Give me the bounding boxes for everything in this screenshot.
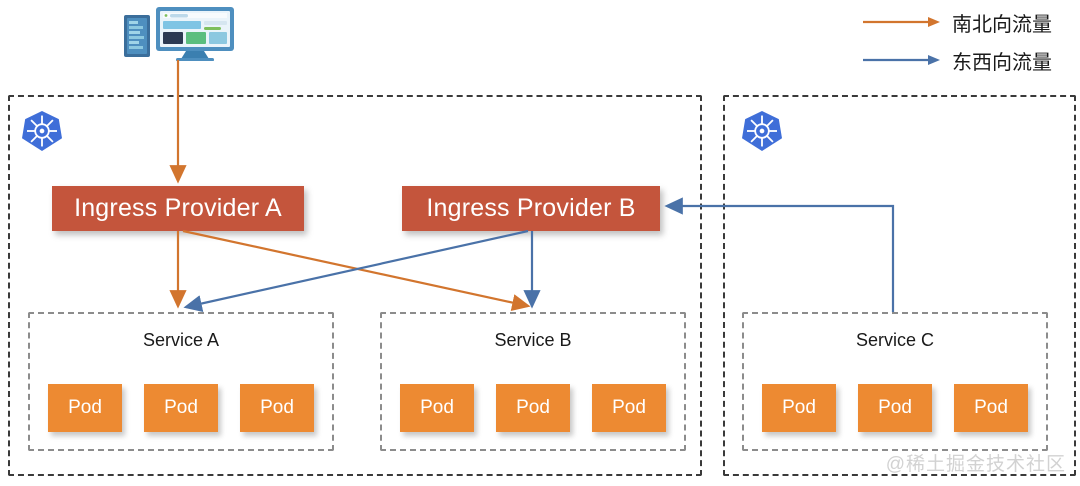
- pod-box[interactable]: Pod: [954, 384, 1028, 432]
- service-c-label: Service C: [855, 330, 935, 350]
- pod-box[interactable]: Pod: [400, 384, 474, 432]
- service-a-group: Service A Pod Pod Pod: [28, 312, 334, 451]
- pod-box[interactable]: Pod: [762, 384, 836, 432]
- arrow-right-icon: [863, 17, 940, 27]
- ingress-provider-a-box[interactable]: Ingress Provider A: [52, 186, 304, 231]
- pod-box[interactable]: Pod: [48, 384, 122, 432]
- server-and-monitor-icon: [120, 3, 238, 62]
- arrow-right-icon: [863, 55, 940, 65]
- pod-box[interactable]: Pod: [496, 384, 570, 432]
- pod-box[interactable]: Pod: [144, 384, 218, 432]
- service-b-group: Service B Pod Pod Pod: [380, 312, 686, 451]
- service-a-label: Service A: [142, 330, 220, 350]
- kubernetes-icon: [742, 110, 782, 157]
- legend: 南北向流量 东西向流量: [862, 8, 1072, 76]
- kubernetes-icon: [22, 110, 62, 157]
- service-b-label: Service B: [494, 330, 572, 350]
- legend-item-east-west: 东西向流量: [862, 48, 1052, 74]
- service-c-group: Service C Pod Pod Pod: [742, 312, 1048, 451]
- watermark: @稀土掘金技术社区: [885, 454, 1066, 475]
- legend-label-east-west: 东西向流量: [952, 51, 1052, 74]
- ingress-provider-b-box[interactable]: Ingress Provider B: [402, 186, 660, 231]
- pod-box[interactable]: Pod: [592, 384, 666, 432]
- pod-box[interactable]: Pod: [858, 384, 932, 432]
- pod-box[interactable]: Pod: [240, 384, 314, 432]
- legend-item-north-south: 南北向流量: [862, 10, 1052, 36]
- legend-label-north-south: 南北向流量: [952, 13, 1052, 36]
